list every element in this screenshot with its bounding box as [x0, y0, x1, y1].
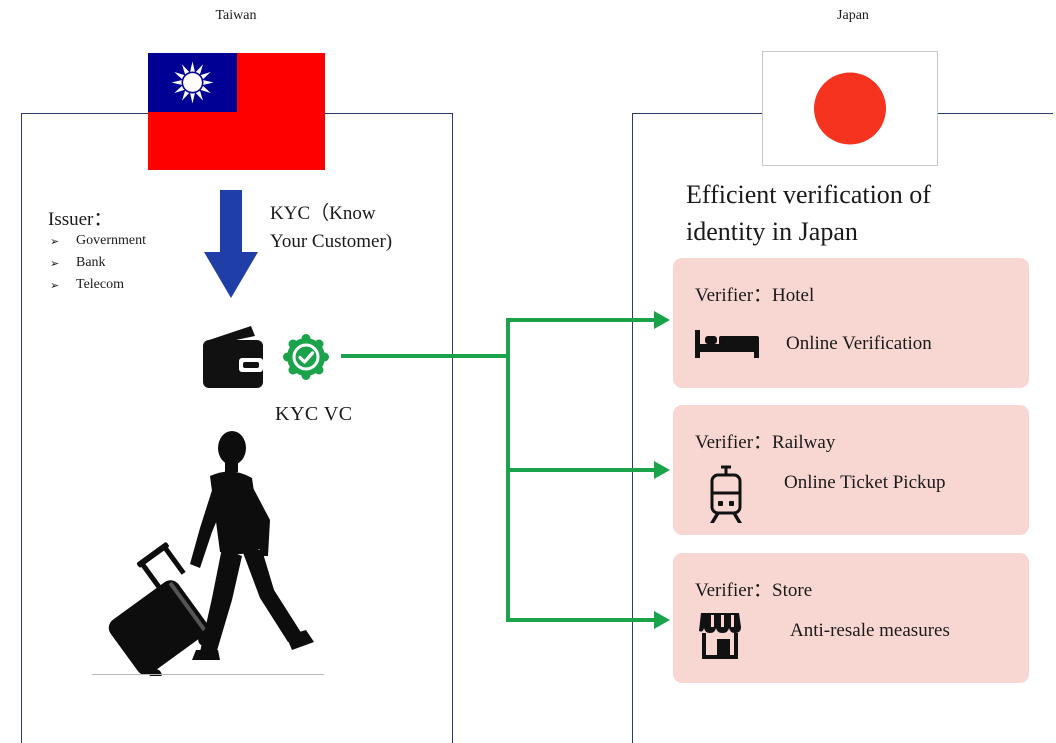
- issuer-item-telecom: ➢ Telecom: [50, 274, 146, 296]
- japan-heading-line-1: Efficient verification of: [686, 180, 931, 209]
- train-icon: [709, 465, 743, 525]
- traveler-with-suitcase-icon: [92, 428, 332, 676]
- verified-badge-icon: [283, 334, 329, 380]
- verifier-card-railway: Verifier：Railway Online Ticket Pickup: [673, 405, 1029, 535]
- verifier-title: Verifier：Store: [695, 580, 813, 601]
- down-arrow-icon: [204, 190, 258, 300]
- kyc-line-1: KYC（Know: [270, 203, 376, 224]
- verifier-description: Online Verification: [786, 333, 932, 354]
- verifier-card-hotel: Verifier：Hotel Online Verification: [673, 258, 1029, 388]
- kyc-caption: KYC（Know Your Customer): [270, 200, 392, 256]
- taiwan-flag: [148, 53, 325, 170]
- japan-label: Japan: [837, 8, 869, 23]
- issuer-item-label: Telecom: [76, 277, 124, 292]
- arrow-bullet-icon: ➢: [50, 256, 60, 270]
- issuer-item-bank: ➢ Bank: [50, 252, 146, 274]
- bed-icon: [695, 330, 759, 358]
- issuer-item-label: Bank: [76, 255, 106, 270]
- store-icon: [699, 613, 741, 659]
- japan-heading: Efficient verification of identity in Ja…: [686, 176, 931, 250]
- arrow-bullet-icon: ➢: [50, 234, 60, 248]
- verifier-description: Anti-resale measures: [790, 620, 950, 641]
- ground-line: [92, 674, 324, 675]
- japan-heading-line-2: identity in Japan: [686, 217, 858, 246]
- issuer-item-government: ➢ Government: [50, 230, 146, 252]
- verifier-title: Verifier：Hotel: [695, 285, 815, 306]
- kyc-line-2: Your Customer): [270, 231, 393, 252]
- issuer-title: Issuer：: [48, 209, 113, 230]
- verifier-title: Verifier：Railway: [695, 432, 836, 453]
- issuer-item-label: Government: [76, 233, 146, 248]
- wallet-icon: [203, 326, 263, 388]
- verifier-card-store: Verifier：Store Anti-resale measures: [673, 553, 1029, 683]
- verifier-description: Online Ticket Pickup: [784, 472, 946, 493]
- taiwan-label: Taiwan: [215, 8, 257, 23]
- kyc-vc-label: KYC VC: [275, 403, 353, 425]
- arrow-bullet-icon: ➢: [50, 278, 60, 292]
- japan-flag: [762, 51, 938, 166]
- issuer-list: ➢ Government ➢ Bank ➢ Telecom: [50, 230, 146, 296]
